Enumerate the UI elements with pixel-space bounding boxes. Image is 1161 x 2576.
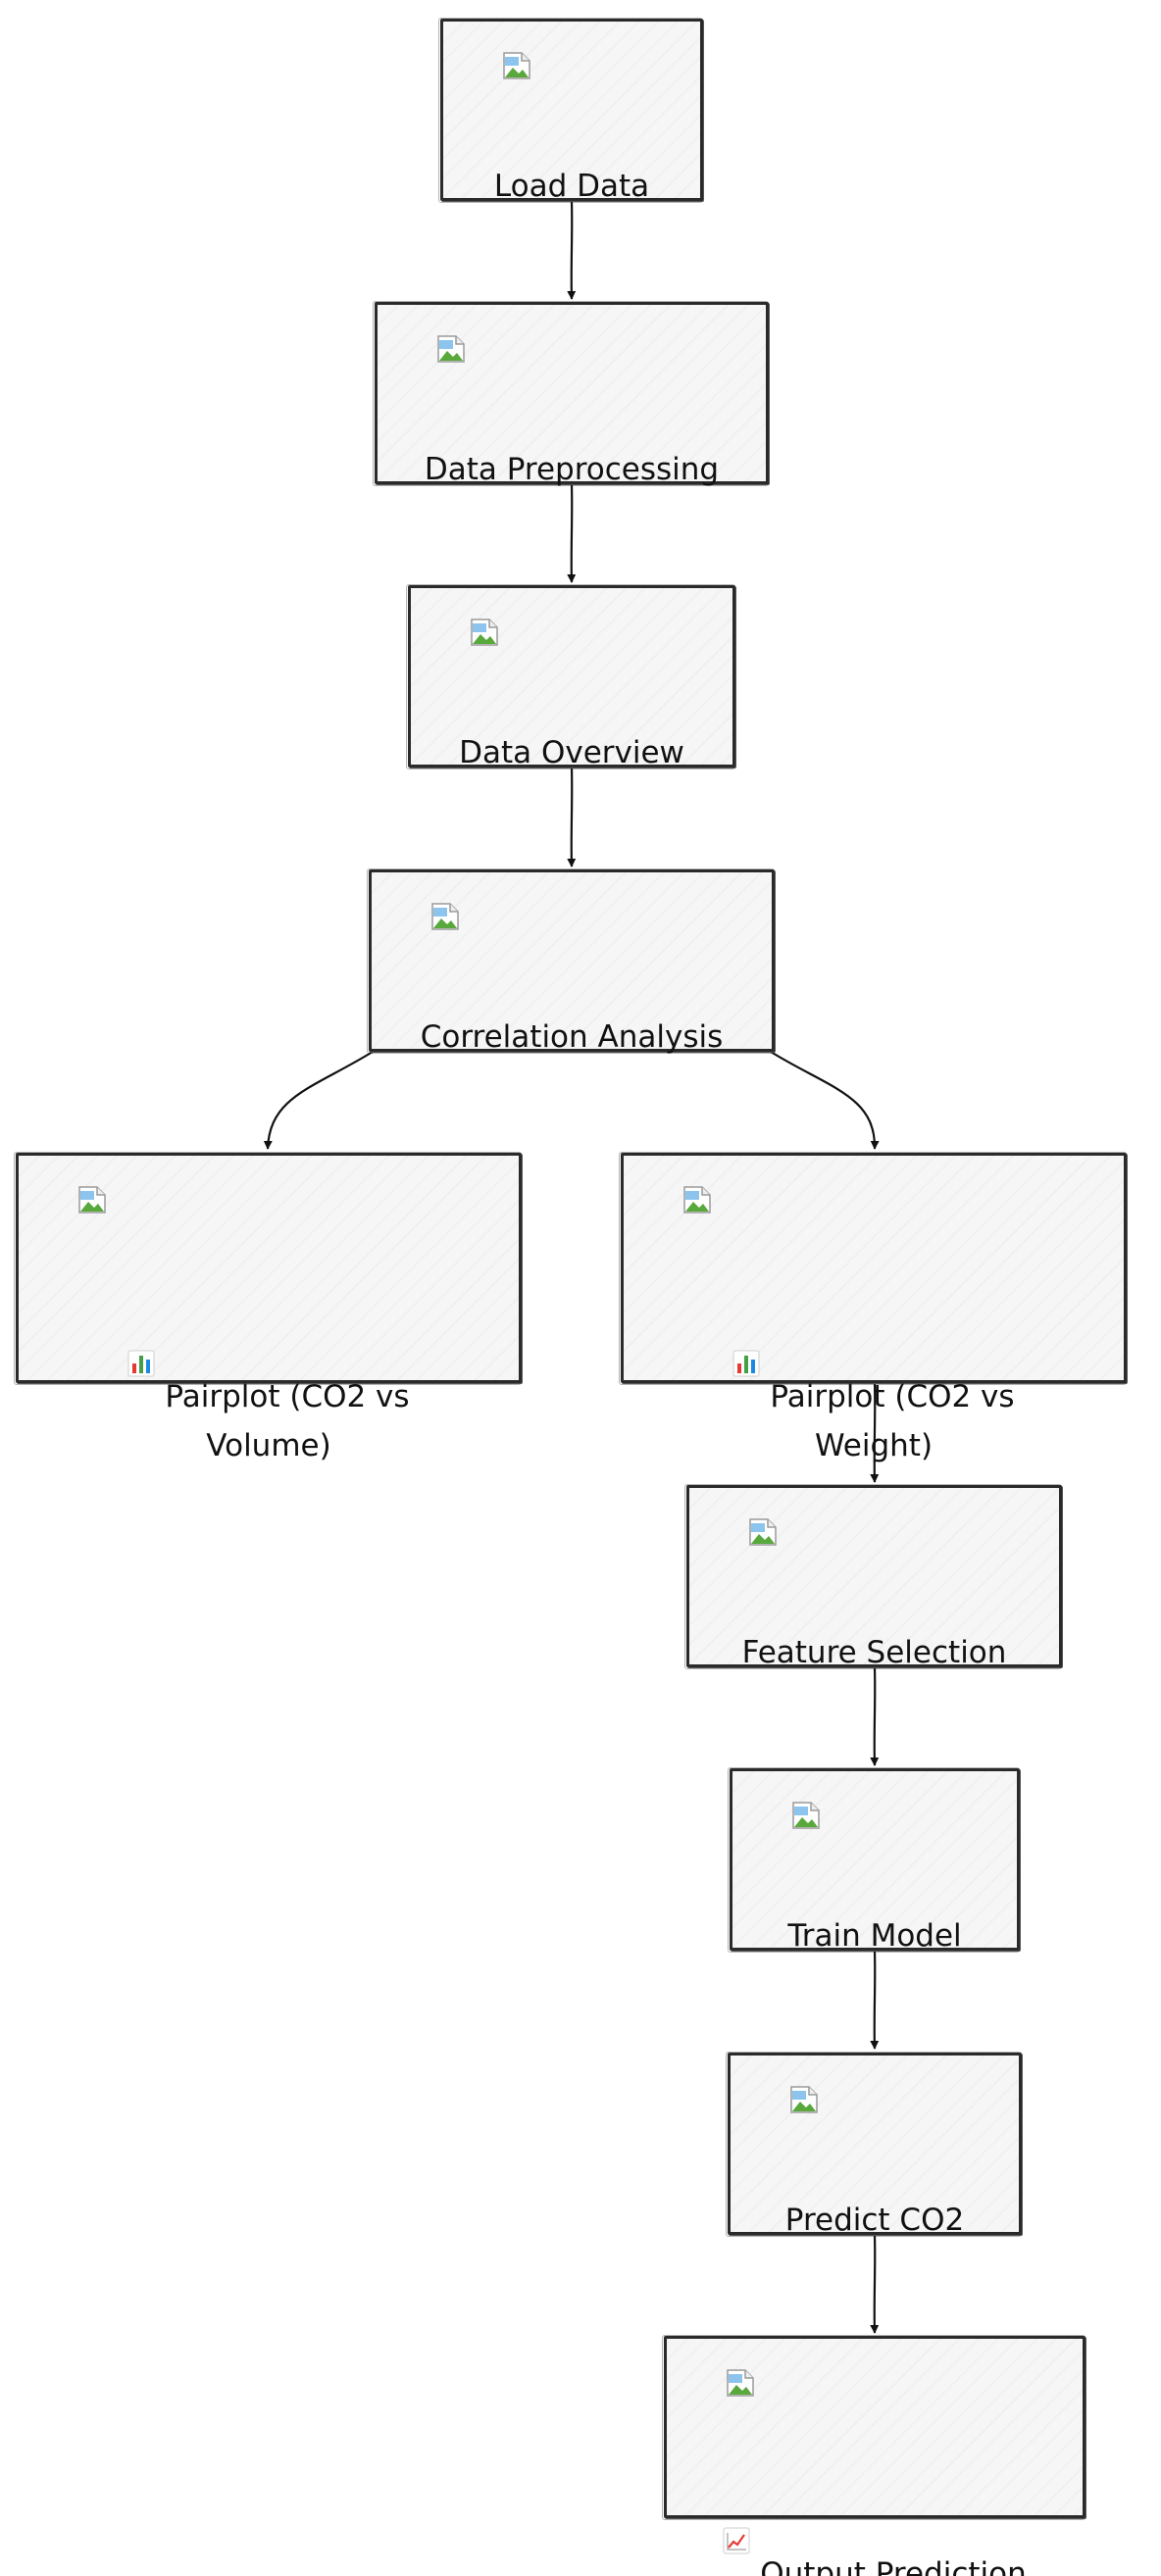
node-train-model[interactable]: Train Model [728, 1767, 1020, 1954]
node-output-prediction[interactable]: Output Prediction [662, 2335, 1085, 2576]
broken-image-icon [748, 1517, 778, 1547]
node-load-data[interactable]: Load Data [438, 18, 703, 204]
line-chart-icon [723, 2481, 750, 2576]
node-correlation-analysis[interactable]: Correlation Analysis [367, 868, 775, 1055]
broken-image-icon [470, 618, 499, 647]
node-pairplot-co2-vs-weight[interactable]: Pairplot (CO2 vs Weight) [619, 1152, 1127, 1463]
broken-image-icon [789, 2085, 819, 2114]
node-label: Predict CO2 [784, 2203, 965, 2238]
bar-chart-icon [127, 1304, 155, 1423]
node-label: Load Data [493, 169, 650, 204]
bar-chart-icon [732, 1304, 760, 1423]
edge-predict-to-output [870, 2234, 880, 2334]
edge-overview-to-correlation [567, 767, 577, 867]
edge-correlation-to-pairplot-volume [263, 1051, 374, 1150]
broken-image-icon [791, 1801, 821, 1830]
edge-train-to-predict [870, 1950, 880, 2050]
edge-load-to-preprocessing [567, 200, 577, 300]
broken-image-icon [436, 334, 466, 364]
broken-image-icon [502, 51, 531, 80]
node-label: Output Prediction [681, 2435, 1069, 2576]
node-data-overview[interactable]: Data Overview [406, 584, 735, 770]
node-label: Feature Selection [741, 1635, 1007, 1670]
node-feature-selection[interactable]: Feature Selection [684, 1484, 1062, 1670]
broken-image-icon [430, 902, 460, 931]
node-label: Correlation Analysis [420, 1019, 724, 1055]
node-data-preprocessing[interactable]: Data Preprocessing [373, 301, 769, 487]
edge-preprocessing-to-overview [567, 483, 577, 583]
broken-image-icon [77, 1185, 107, 1214]
node-pairplot-co2-vs-volume[interactable]: Pairplot (CO2 vs Volume) [14, 1152, 522, 1463]
node-label: Data Preprocessing [424, 452, 720, 487]
node-label: Train Model [787, 1918, 962, 1954]
edge-correlation-to-pairplot-weight [770, 1051, 880, 1150]
edge-pairplot-weight-to-feature-selection [870, 1382, 880, 1483]
broken-image-icon [726, 2368, 755, 2398]
edge-feature-selection-to-train [870, 1666, 880, 1766]
broken-image-icon [682, 1185, 712, 1214]
node-label: Pairplot (CO2 vs Volume) [32, 1258, 505, 1469]
node-label: Data Overview [459, 735, 684, 770]
node-predict-co2[interactable]: Predict CO2 [726, 2052, 1022, 2238]
node-label: Pairplot (CO2 vs Weight) [637, 1258, 1110, 1469]
